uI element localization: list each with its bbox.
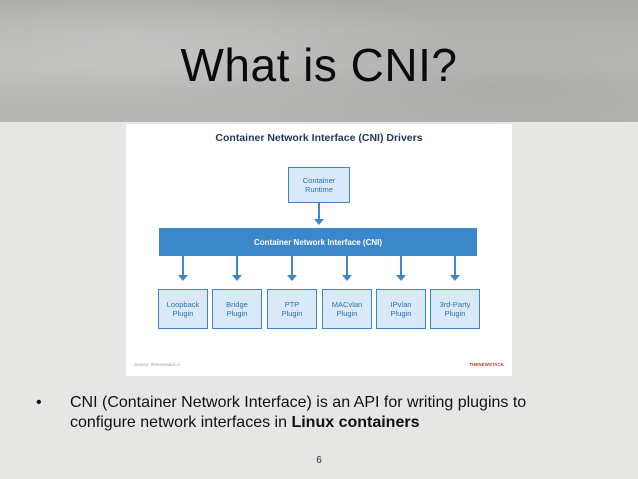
plugin-name: MACvlan [331,300,363,309]
plugin-macvlan: MACvlan Plugin [322,289,372,329]
plugin-ptp: PTP Plugin [267,289,317,329]
plugin-name: IPvlan [390,300,412,309]
cni-interface-bar: Container Network Interface (CNI) [159,228,477,256]
page-number: 6 [316,455,322,466]
slide-title: What is CNI? [180,39,458,91]
bullet-marker: • [36,394,42,411]
plugin-suffix: Plugin [390,309,412,318]
runtime-label-line1: Container [302,176,336,185]
plugin-arrow-3rd-party [450,256,460,281]
slide-header [0,0,638,122]
runtime-label-line2: Runtime [305,185,333,194]
bullet-text-regular: CNI (Container Network Interface) is an … [70,394,527,431]
plugin-suffix: Plugin [281,309,303,318]
plugin-name: Bridge [226,300,248,309]
plugin-suffix: Plugin [336,309,358,318]
plugin-3rd-party: 3rd-Party Plugin [430,289,480,329]
plugin-loopback: Loopback Plugin [158,289,208,329]
plugin-name: PTP [284,300,300,309]
diagram-footnote: Source: thenewstack.io [134,362,181,367]
container-runtime-box: Container Runtime [288,167,350,203]
plugin-arrow-macvlan [342,256,352,281]
bullet-text: CNI (Container Network Interface) is an … [70,393,590,433]
plugin-arrow-ipvlan [396,256,406,281]
diagram-title: Container Network Interface (CNI) Driver… [215,132,423,144]
plugin-name: Loopback [166,300,200,309]
cni-diagram: Container Network Interface (CNI) Driver… [126,124,512,376]
plugin-arrow-ptp [287,256,297,281]
plugin-arrow-bridge [232,256,242,281]
plugin-bridge: Bridge Plugin [212,289,262,329]
brand-logo: THENEWSTACK [469,362,504,367]
runtime-arrow [314,203,324,225]
bullet-text-bold: Linux containers [291,414,420,431]
plugin-name: 3rd-Party [439,300,471,309]
plugin-arrow-loopback [178,256,188,281]
plugin-suffix: Plugin [444,309,466,318]
plugin-suffix: Plugin [172,309,194,318]
plugin-ipvlan: IPvlan Plugin [376,289,426,329]
plugin-suffix: Plugin [226,309,248,318]
